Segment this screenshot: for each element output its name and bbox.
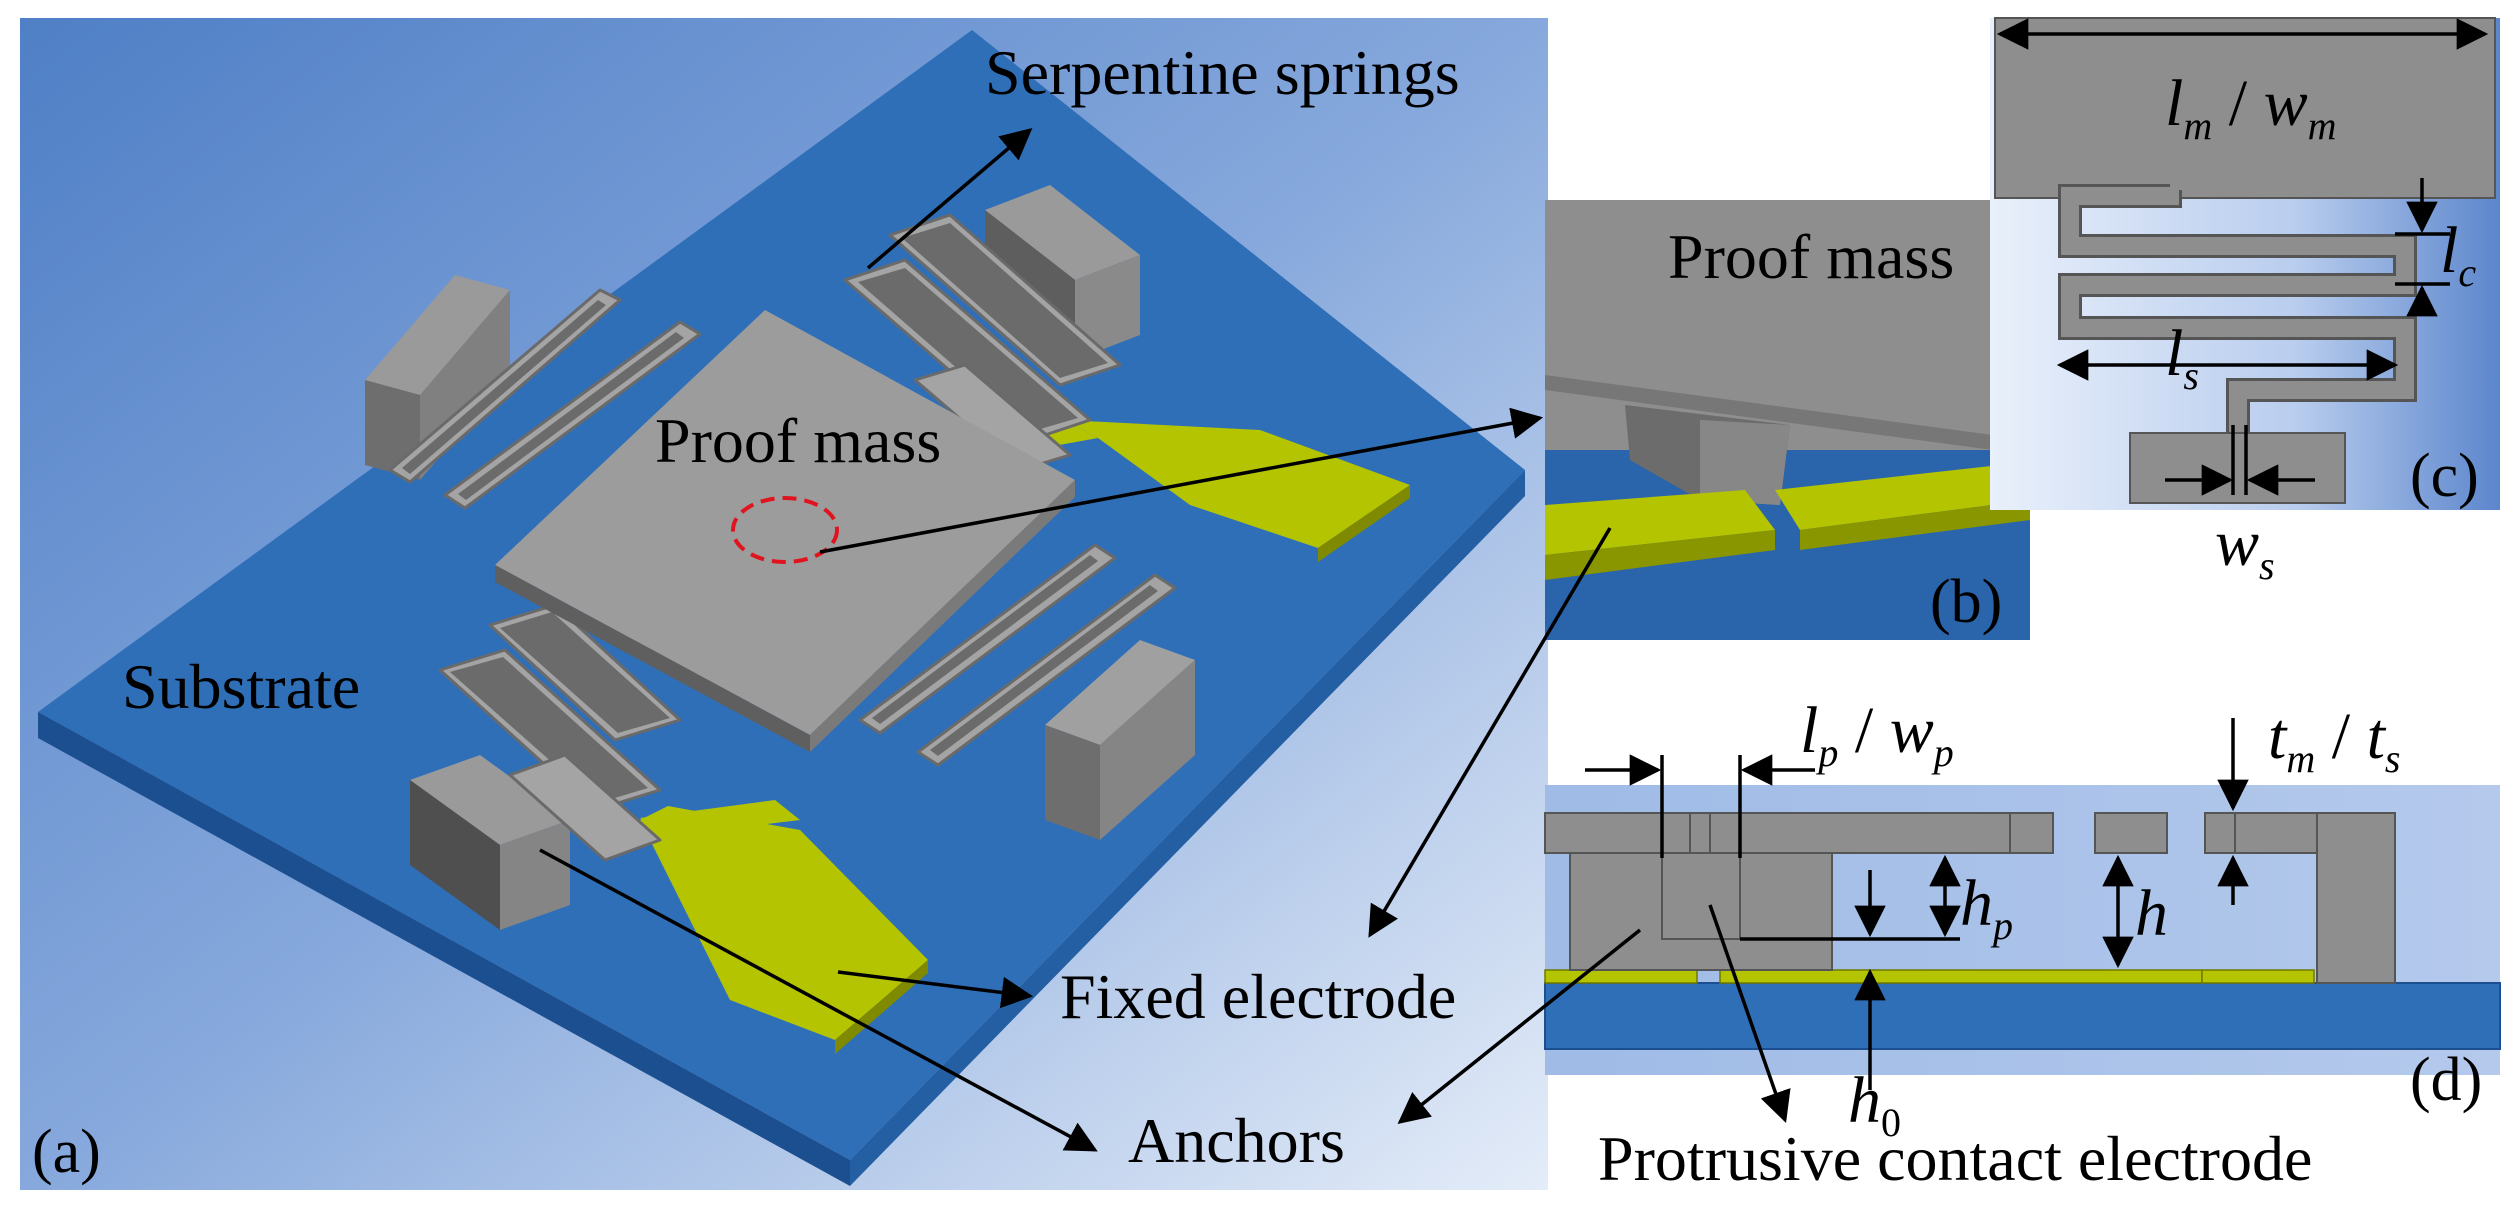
panel-tag-d: (d) bbox=[2410, 1046, 2482, 1114]
panel-tag-a: (a) bbox=[32, 1118, 101, 1186]
label-tm-ts: tm / ts bbox=[2268, 700, 2401, 781]
substrate-side-left bbox=[38, 712, 850, 1186]
label-ls: ls bbox=[2165, 317, 2199, 398]
panel-c: lm / wm lc ls ws (c) bbox=[1990, 17, 2500, 588]
label-ws: ws bbox=[2215, 507, 2275, 588]
panel-b-protrusion-face bbox=[1700, 420, 1790, 505]
panel-d-anchor bbox=[2316, 812, 2396, 984]
svg-text:lm / wm: lm / wm bbox=[2165, 67, 2337, 148]
arrow-springs bbox=[866, 127, 1033, 270]
svg-text:h: h bbox=[2135, 877, 2168, 950]
label-proof-mass-b: Proof mass bbox=[1668, 221, 1954, 292]
label-lc: lc bbox=[2440, 214, 2476, 295]
panel-b-mass-underside bbox=[1545, 375, 2030, 455]
anchor-bottom-right bbox=[1045, 640, 1195, 840]
arrow-protrusive bbox=[1708, 904, 1791, 1123]
panel-d-substrate bbox=[1544, 982, 2501, 1050]
arrow-anchors-d bbox=[1397, 928, 1642, 1124]
label-h0: h0 bbox=[1848, 1064, 1901, 1145]
panel-tag-b: (b) bbox=[1930, 568, 2002, 636]
svg-text:lp / wp: lp / wp bbox=[1800, 694, 1954, 775]
panel-d-proof-mass-beam bbox=[1544, 812, 2054, 854]
panel-b: Proof mass (b) bbox=[1368, 200, 2030, 938]
label-hp: hp bbox=[1960, 867, 2013, 948]
spring-left-lower bbox=[438, 603, 682, 862]
fixed-electrode-top-pad bbox=[1065, 420, 1410, 548]
label-proof-mass-a: Proof mass bbox=[655, 405, 941, 476]
panel-d-spring-beam-1 bbox=[2094, 812, 2168, 854]
label-lm-wm: lm / wm bbox=[2165, 67, 2337, 148]
panel-d-electrode-3 bbox=[2201, 969, 2315, 984]
label-anchors: Anchors bbox=[1128, 1105, 1345, 1176]
anchor-bottom-left bbox=[410, 755, 570, 930]
label-lp-wp: lp / wp bbox=[1800, 694, 1954, 775]
panel-a: Serpentine springs Proof mass Substrate … bbox=[20, 18, 1548, 1190]
fixed-electrode-top-edge bbox=[1318, 485, 1410, 562]
panel-c-anchor-block bbox=[2129, 432, 2346, 504]
arrow-to-panel-b bbox=[819, 407, 1544, 554]
svg-text:lc: lc bbox=[2440, 214, 2476, 295]
panel-b-electrode-right-edge bbox=[1800, 500, 2030, 550]
contact-highlight-ellipse bbox=[731, 496, 839, 564]
panel-b-electrode-left-edge bbox=[1545, 530, 1775, 580]
arrow-anchors-a bbox=[539, 848, 1098, 1152]
svg-text:tm / ts: tm / ts bbox=[2268, 700, 2401, 781]
panel-d: lp / wp tm / ts hp h h0 Protrusive conta… bbox=[1397, 694, 2501, 1194]
panel-d-protrusion bbox=[1661, 852, 1741, 940]
svg-text:ls: ls bbox=[2165, 317, 2199, 398]
spring-right-lower bbox=[858, 543, 1177, 767]
panel-d-electrode-1 bbox=[1544, 969, 1698, 984]
arrow-fixed-electrode bbox=[837, 970, 1034, 1009]
label-fixed-electrode: Fixed electrode bbox=[1060, 961, 1456, 1032]
label-protrusive-contact-electrode: Protrusive contact electrode bbox=[1598, 1123, 2312, 1194]
svg-text:hp: hp bbox=[1960, 867, 2013, 948]
panel-d-electrode-2 bbox=[1719, 969, 2203, 984]
panel-tag-c: (c) bbox=[2410, 442, 2479, 510]
label-h: h bbox=[2135, 877, 2168, 950]
svg-text:ws: ws bbox=[2215, 507, 2275, 588]
spring-left-upper bbox=[388, 288, 702, 510]
fixed-electrode-bottom-edge bbox=[835, 960, 928, 1054]
panel-d-spring-beam-2 bbox=[2204, 812, 2318, 854]
label-serpentine-springs: Serpentine springs bbox=[985, 37, 1460, 108]
fixed-electrode-bottom-pad bbox=[640, 806, 928, 1040]
panel-b-electrode-right bbox=[1775, 465, 2030, 530]
label-substrate: Substrate bbox=[122, 651, 360, 722]
arrow-panel-b-electrode bbox=[1368, 527, 1612, 938]
spring-right-upper bbox=[843, 213, 1122, 472]
serpentine-springs bbox=[388, 213, 1177, 862]
svg-text:h0: h0 bbox=[1848, 1064, 1901, 1145]
proof-mass-block bbox=[495, 310, 1075, 752]
